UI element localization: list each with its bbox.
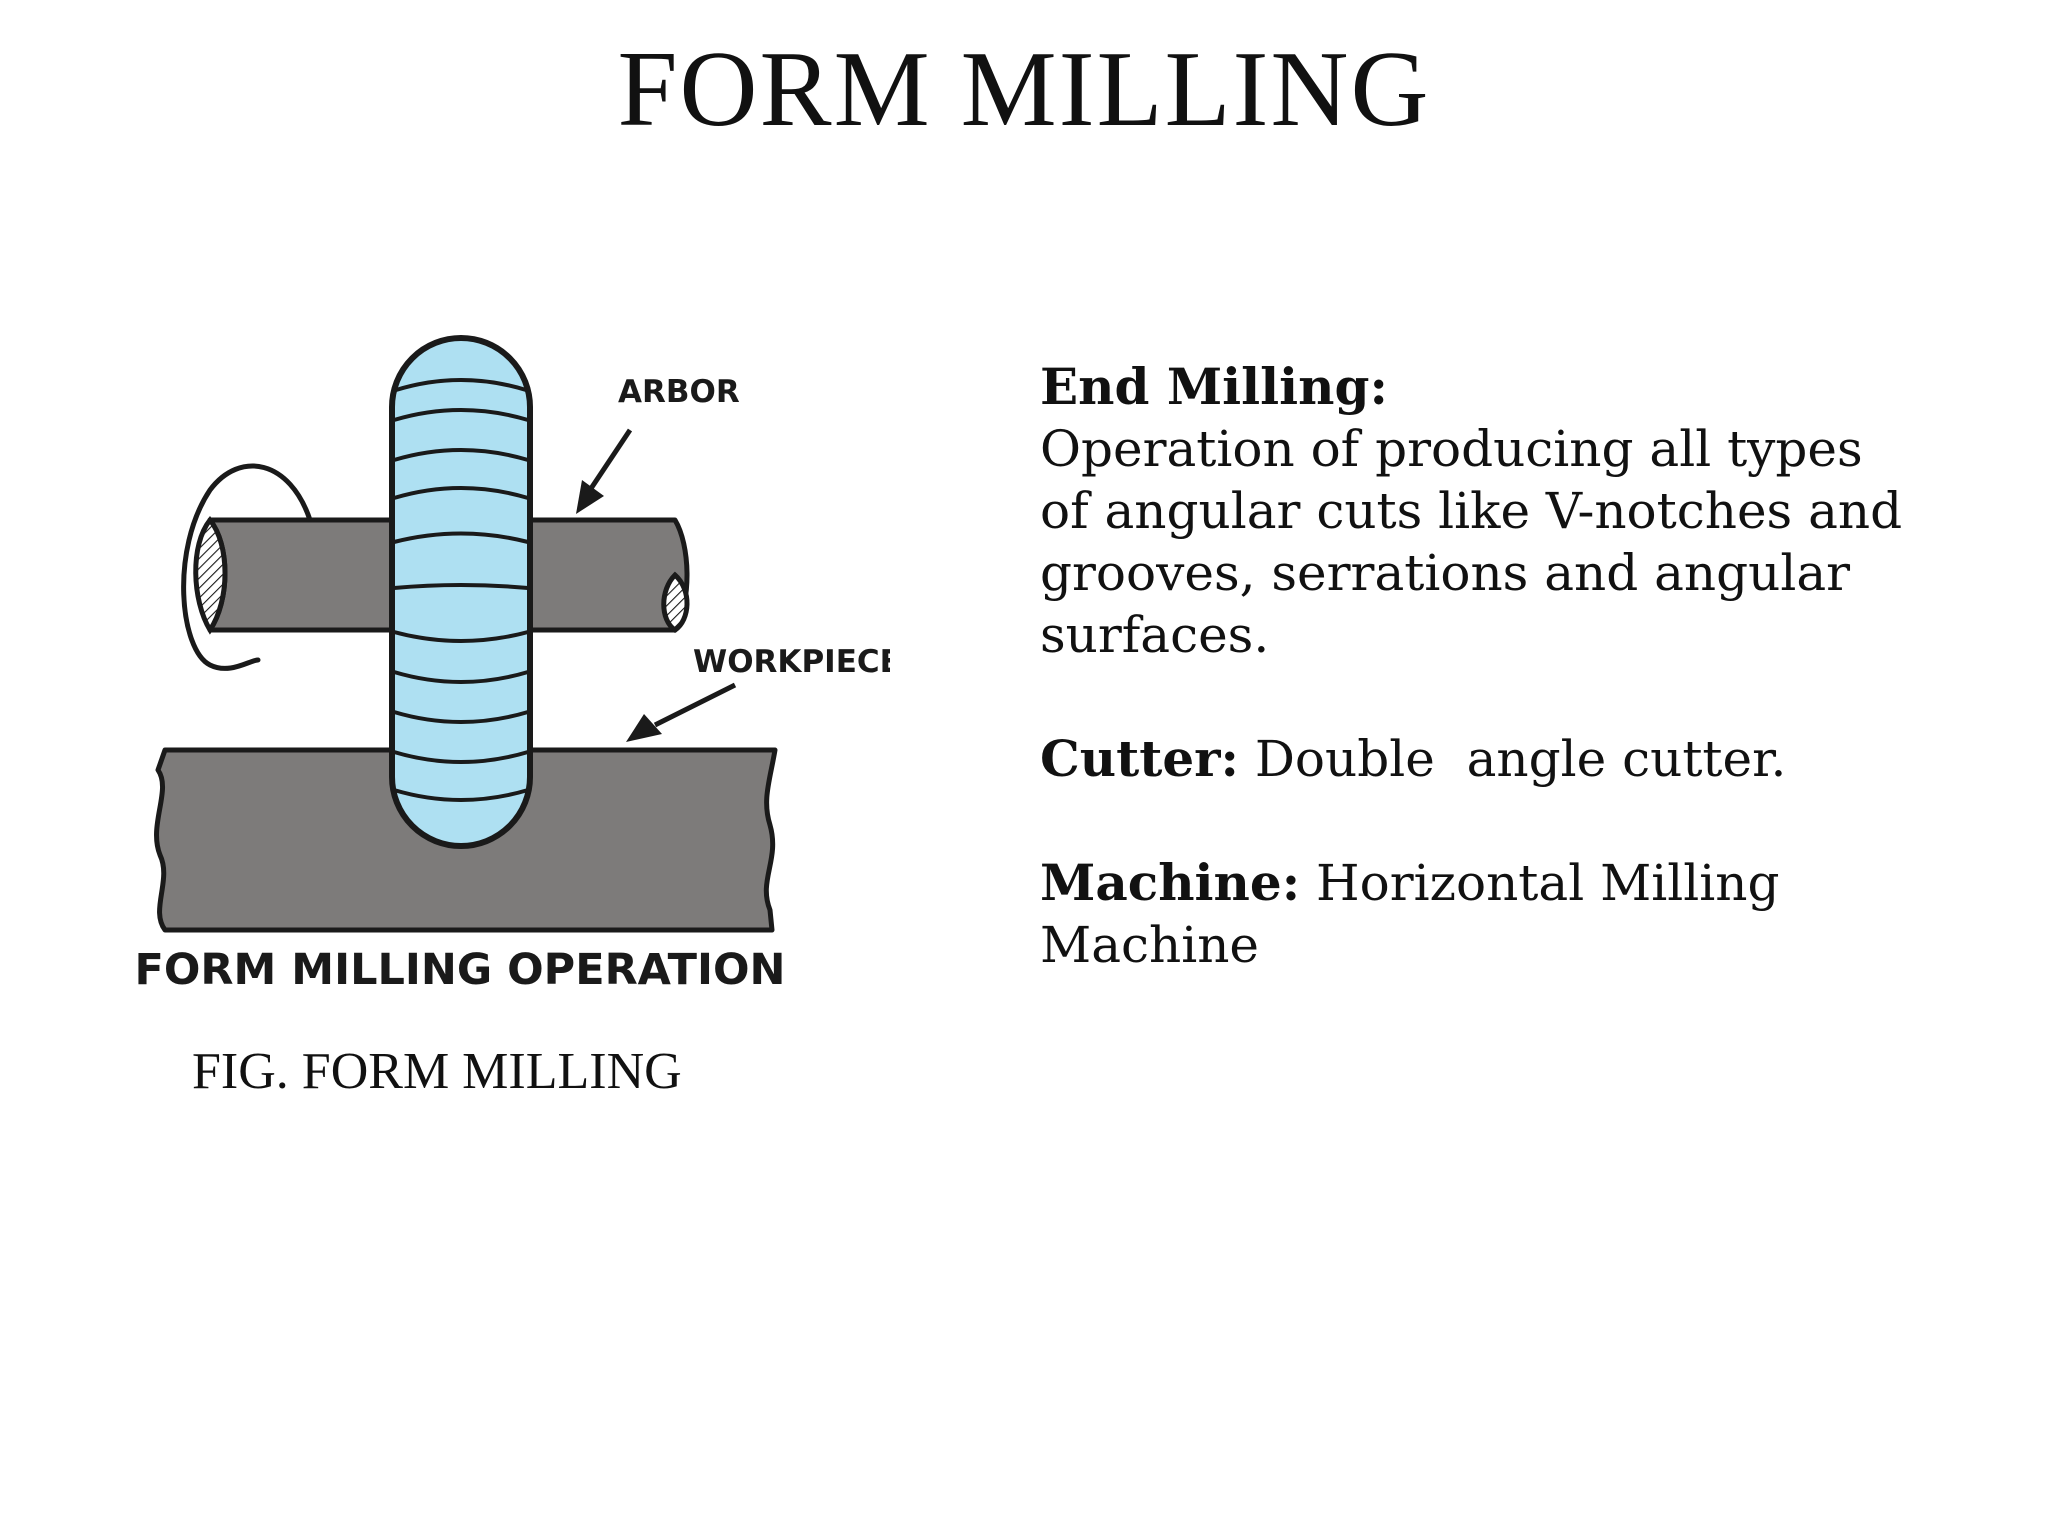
machine-paragraph: Machine: Horizontal Milling Machine — [1040, 852, 1920, 976]
arbor-right-end-hatch — [661, 571, 690, 634]
form-milling-diagram: ARBOR WORKPIECE FORM MILLING OPERATION — [130, 320, 890, 1000]
arbor-left-end-hatch — [193, 515, 228, 635]
arbor-arrow — [576, 428, 633, 514]
description-block: End Milling: Operation of producing all … — [1040, 356, 1920, 976]
end-milling-paragraph: End Milling: Operation of producing all … — [1040, 356, 1920, 666]
workpiece-label: WORKPIECE — [693, 644, 890, 680]
slide-title: FORM MILLING — [617, 30, 1431, 149]
cutter-value: Double angle cutter. — [1238, 730, 1787, 788]
machine-heading: Machine: — [1040, 853, 1301, 912]
end-milling-heading: End Milling: — [1040, 357, 1388, 416]
machine-value: Horizontal Milling Machine — [1040, 854, 1780, 974]
operation-label: FORM MILLING OPERATION — [134, 945, 785, 995]
cutter-paragraph: Cutter: Double angle cutter. — [1040, 728, 1920, 790]
arbor-label: ARBOR — [618, 374, 740, 410]
chip-curve — [181, 463, 313, 671]
cutter-heading: Cutter: — [1040, 729, 1239, 788]
end-milling-description: Operation of producing all types of angu… — [1040, 420, 1903, 664]
form-milling-illustration: ARBOR WORKPIECE FORM MILLING OPERATION — [134, 335, 890, 995]
cutter-teeth — [393, 378, 529, 802]
workpiece-arrow — [626, 682, 737, 742]
figure-caption: FIG. FORM MILLING — [192, 1043, 682, 1100]
